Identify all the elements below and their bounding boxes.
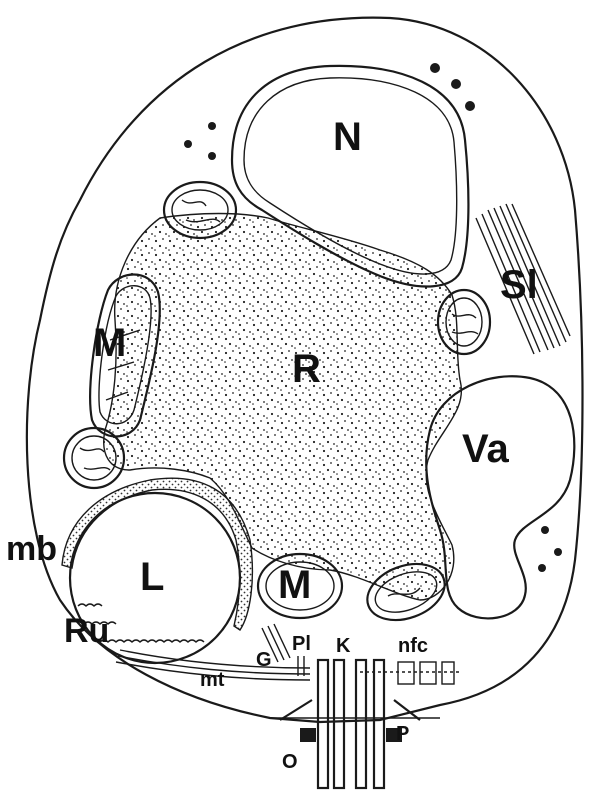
label-mitochondrion-bottom: M — [278, 563, 311, 607]
label-opening: O — [282, 751, 298, 773]
label-lipid: L — [140, 555, 164, 599]
plastid-rods — [298, 656, 304, 676]
label-ribosome-region: R — [292, 347, 321, 391]
label-vacuole: Va — [462, 427, 509, 471]
label-striated-inclusion: Sl — [500, 263, 538, 307]
label-rumposome: Ru — [64, 612, 109, 650]
label-plug: P — [396, 723, 409, 745]
mitochondrion-top — [164, 182, 236, 238]
label-nucleus: N — [333, 115, 362, 159]
mitochondrion-right — [438, 290, 490, 354]
label-kinetosome: K — [336, 635, 351, 657]
label-nonflagellated-centriole: nfc — [398, 635, 428, 657]
label-golgi: G — [256, 649, 272, 671]
label-mitochondrion-left: M — [93, 321, 126, 365]
kinetosome — [318, 660, 384, 788]
granule-cluster-top-left — [184, 122, 216, 160]
label-microbody: mb — [6, 530, 57, 568]
granule-cluster-top-right — [430, 63, 475, 111]
ribosome-region-shape — [104, 214, 462, 601]
label-plastid: Pl — [292, 633, 311, 655]
granule-cluster-right — [538, 526, 562, 572]
label-microtubules: mt — [200, 669, 225, 691]
